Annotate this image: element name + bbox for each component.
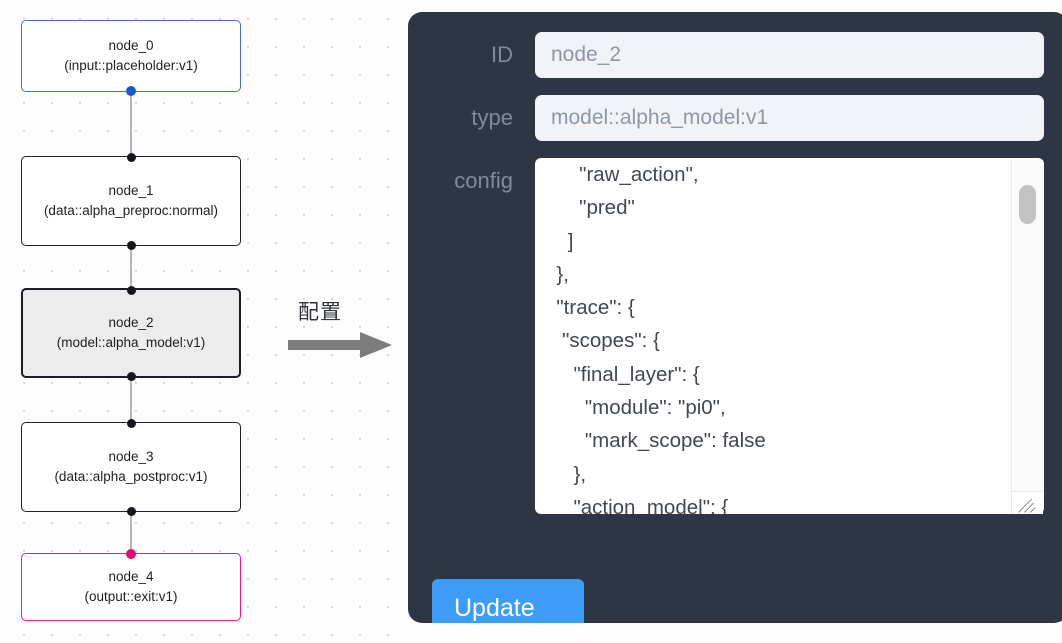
flow-node-node_0-source-handle[interactable] (126, 86, 136, 96)
config-textarea[interactable] (535, 158, 1044, 514)
configure-annotation: 配置 (286, 296, 394, 362)
flow-node-node_3-target-handle[interactable] (126, 418, 136, 428)
flow-node-node_2-label: node_2 (model::alpha_model:v1) (56, 315, 206, 350)
flow-node-node_0[interactable]: node_0 (input::placeholder:v1) (21, 20, 241, 96)
flow-node-node_2-source-handle[interactable] (126, 371, 136, 381)
update-button[interactable]: Update (432, 579, 584, 623)
flow-node-node_2-target-handle[interactable] (126, 285, 136, 295)
flow-node-node_4[interactable]: node_4 (output::exit:v1) (21, 549, 241, 621)
flow-node-node_1-label: node_1 (data::alpha_preproc:normal) (43, 183, 219, 218)
flow-node-node_1-target-handle[interactable] (126, 152, 136, 162)
id-field-row: ID (432, 32, 1044, 78)
resize-grip-icon[interactable] (1011, 491, 1043, 514)
config-scrollbar-thumb[interactable] (1019, 185, 1036, 224)
flow-node-node_2[interactable]: node_2 (model::alpha_model:v1) (21, 285, 241, 381)
type-input[interactable] (535, 95, 1044, 141)
flow-node-node_4-label: node_4 (output::exit:v1) (84, 569, 178, 604)
flow-node-node_1[interactable]: node_1 (data::alpha_preproc:normal) (21, 152, 241, 250)
flow-node-node_1-source-handle[interactable] (126, 240, 136, 250)
flow-node-node_3-label: node_3 (data::alpha_postproc:v1) (54, 449, 208, 484)
config-textarea-wrapper (535, 158, 1044, 514)
edge-node1-node2 (130, 245, 132, 291)
id-field-label: ID (491, 42, 513, 67)
flow-node-node_3-source-handle[interactable] (126, 506, 136, 516)
configure-annotation-label: 配置 (298, 300, 342, 324)
node-config-panel: ID type config Update (408, 12, 1062, 623)
right-arrow-icon (288, 332, 392, 358)
flow-node-node_4-target-handle[interactable] (126, 549, 136, 559)
edge-node2-node3 (130, 377, 132, 423)
type-field-row: type (432, 95, 1044, 141)
config-field-row: config (432, 158, 1044, 514)
flow-node-node_3[interactable]: node_3 (data::alpha_postproc:v1) (21, 418, 241, 516)
config-scrollbar-track[interactable] (1011, 160, 1043, 494)
edge-node3-node4 (130, 512, 132, 558)
flow-canvas[interactable]: node_0 (input::placeholder:v1) node_1 (d… (0, 0, 399, 643)
type-field-label: type (471, 105, 513, 130)
flow-node-node_0-label: node_0 (input::placeholder:v1) (64, 38, 198, 73)
config-field-label: config (454, 168, 513, 193)
edge-node0-node1 (130, 92, 132, 162)
id-input[interactable] (535, 32, 1044, 78)
